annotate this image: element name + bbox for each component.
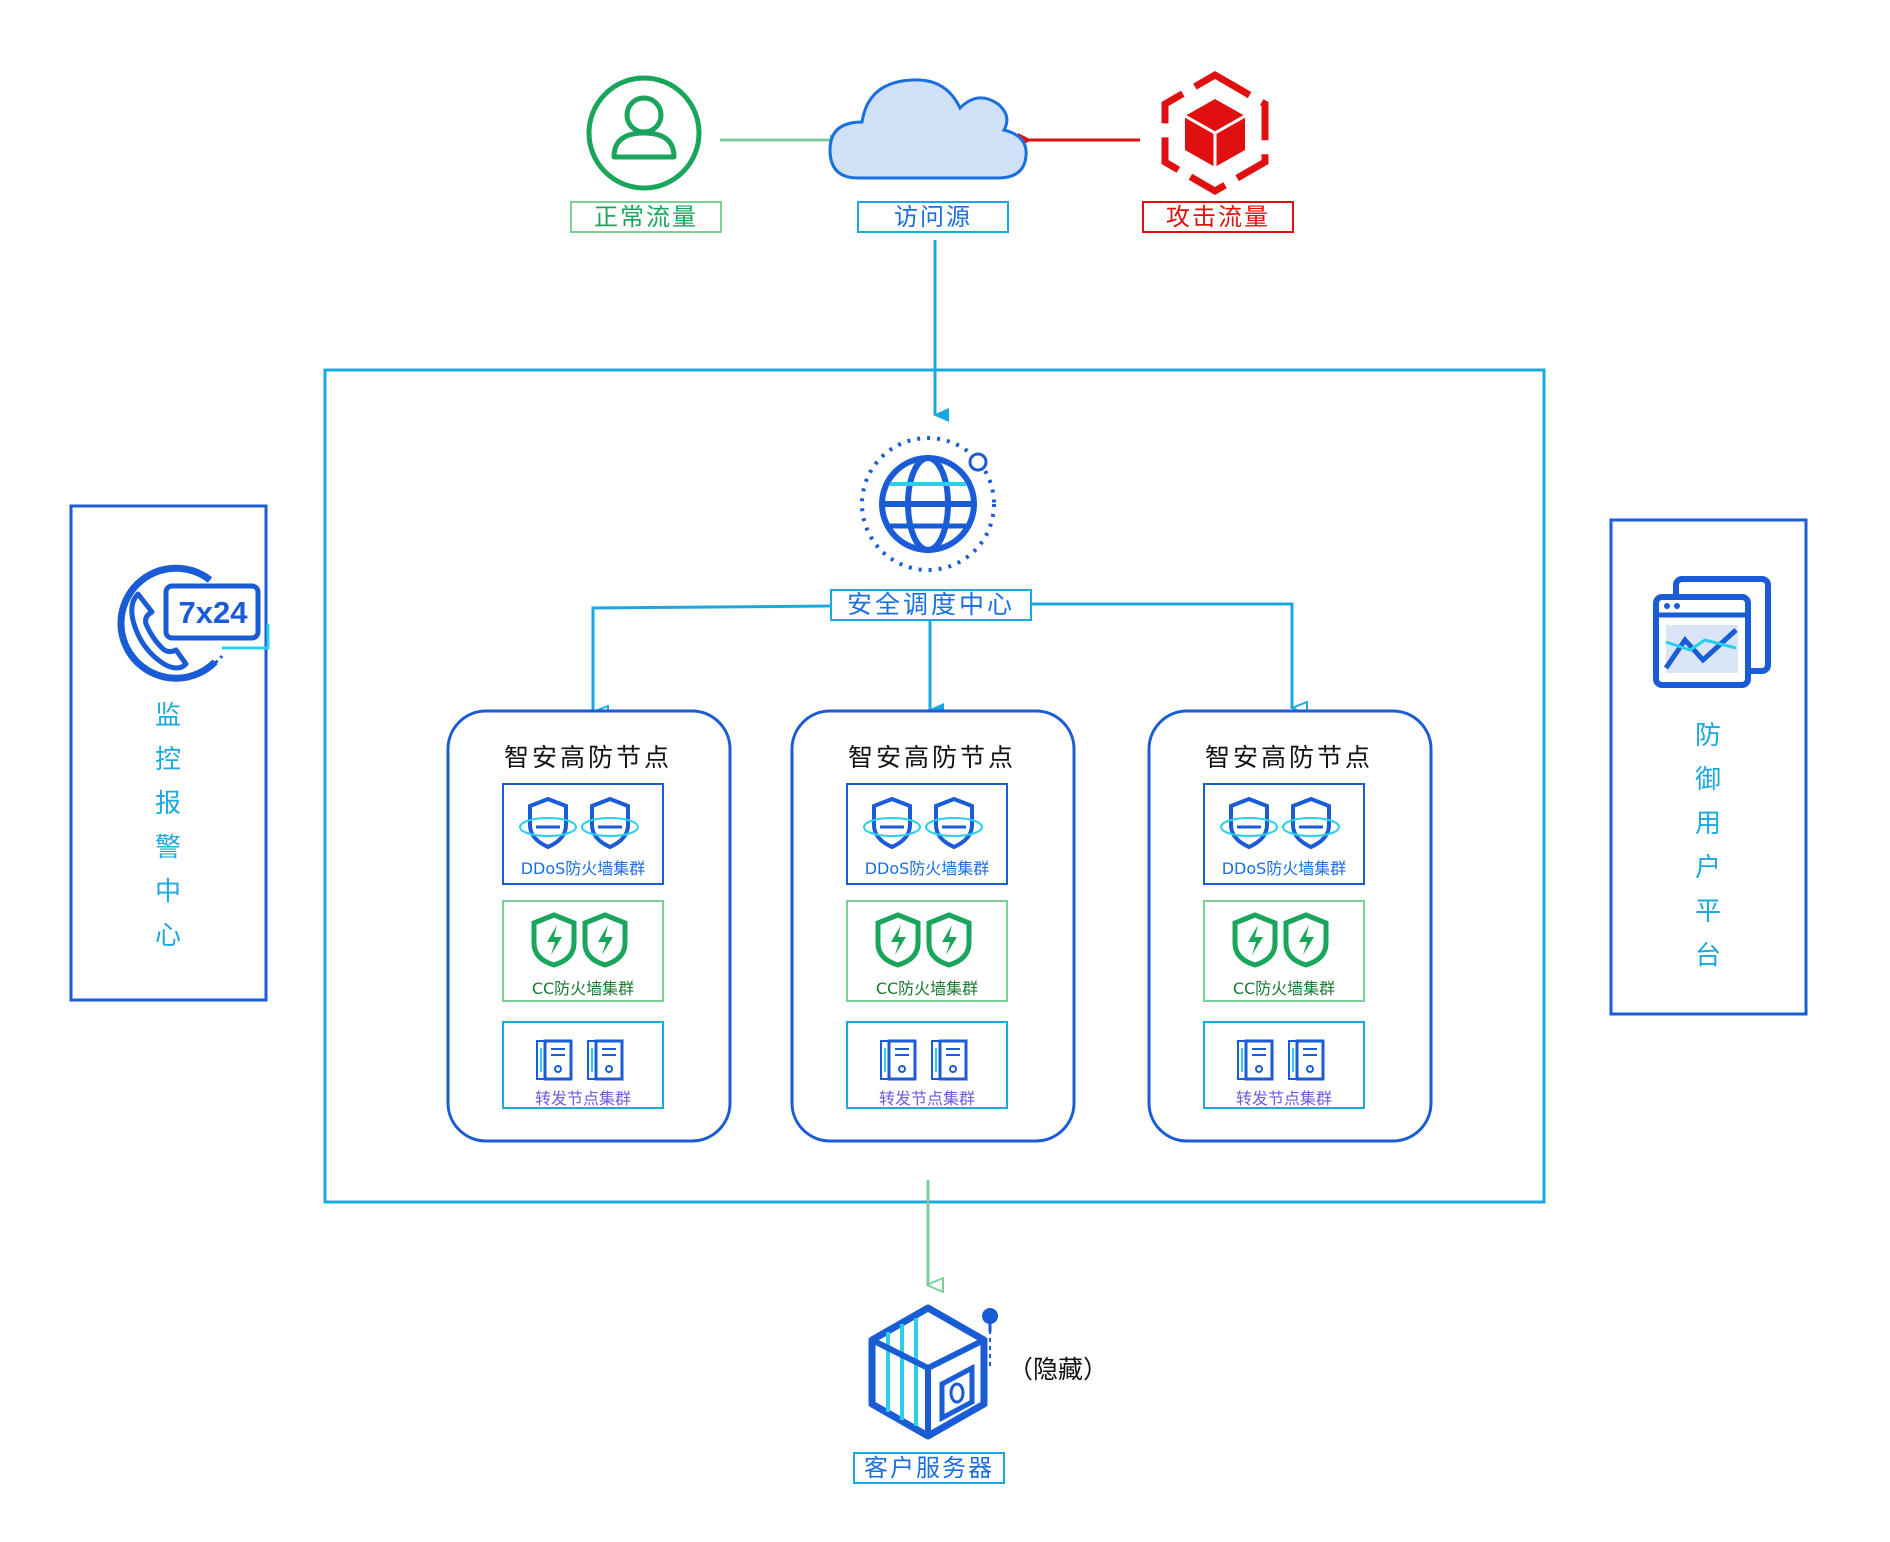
normal-traffic-label: 正常流量 [570,201,722,233]
globe-icon [860,436,996,572]
cc-shield-icon [1283,912,1329,968]
ddos-shield-icon [925,796,983,850]
relay-server-icon [880,1039,917,1081]
defense-node-card [790,709,1076,1143]
relay-cluster-label: 转发节点集群 [1235,1089,1332,1108]
platform-panel [1609,518,1808,1016]
cc-cluster-label: CC防火墙集群 [1232,979,1336,998]
node-title: 智安高防节点 [503,743,672,772]
monitor-panel [69,504,268,1002]
monitor-label-char: 控 [154,745,181,775]
cloud-icon [828,78,1028,180]
relay-cluster-label: 转发节点集群 [534,1089,631,1108]
platform-label-char: 台 [1694,941,1721,971]
monitor-center-label: 监控报警中心 [148,694,188,958]
platform-label-char: 平 [1694,897,1721,927]
defense-platform-label: 防御用户平台 [1688,714,1728,978]
relay-server-icon [587,1039,624,1081]
monitor-label-char: 报 [154,789,181,819]
customer-server-label: 客户服务器 [853,1452,1005,1484]
attack-traffic-label: 攻击流量 [1142,201,1294,233]
platform-label-char: 户 [1694,853,1721,883]
branch-arrow-right [1030,602,1292,708]
server-hidden-note: （隐藏） [1008,1355,1109,1384]
ddos-shield-icon [1220,796,1278,850]
cc-shield-icon [1232,912,1278,968]
monitor-label-char: 心 [154,921,181,951]
cc-shield-icon [531,912,577,968]
ddos-shield-icon [581,796,639,850]
ddos-cluster-label: DDoS防火墙集群 [1221,859,1347,878]
monitor-badge: 7x24 [178,595,248,630]
platform-label-char: 防 [1694,721,1721,751]
cc-shield-icon [926,912,972,968]
cc-cluster-label: CC防火墙集群 [875,979,979,998]
monitor-label-char: 监 [154,701,181,731]
scheduling-center-label: 安全调度中心 [830,589,1032,621]
dashboard-window-icon [1653,576,1771,688]
platform-label-char: 用 [1694,809,1721,839]
attack-cube-icon [1161,70,1269,196]
access-source-label: 访问源 [857,201,1009,233]
phone-support-icon [117,564,270,682]
user-icon [586,75,702,191]
defense-node-card [1147,709,1433,1143]
ddos-cluster-label: DDoS防火墙集群 [520,859,646,878]
monitor-label-char: 中 [154,877,181,907]
cc-shield-icon [875,912,921,968]
server-icon [868,1304,998,1440]
relay-server-icon [536,1039,573,1081]
ddos-shield-icon [519,796,577,850]
ddos-shield-icon [1282,796,1340,850]
relay-server-icon [1237,1039,1274,1081]
ddos-shield-icon [863,796,921,850]
relay-server-icon [931,1039,968,1081]
platform-label-char: 御 [1694,765,1721,795]
security-region [323,368,1546,1204]
monitor-label-char: 警 [154,833,181,863]
relay-server-icon [1288,1039,1325,1081]
cc-shield-icon [582,912,628,968]
relay-cluster-label: 转发节点集群 [878,1089,975,1108]
defense-node-card [446,709,732,1143]
cc-cluster-label: CC防火墙集群 [531,979,635,998]
branch-arrow-left [593,604,831,712]
node-title: 智安高防节点 [1204,743,1373,772]
node-title: 智安高防节点 [847,743,1016,772]
ddos-cluster-label: DDoS防火墙集群 [864,859,990,878]
